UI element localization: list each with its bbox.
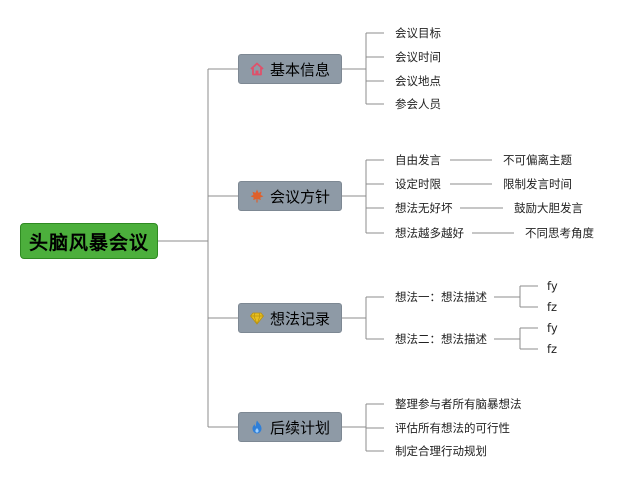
leaf-idea-one-fy[interactable]: fy: [547, 279, 558, 293]
maple-leaf-icon: [250, 189, 264, 203]
leaf-encourage-bold-ideas[interactable]: 鼓励大胆发言: [514, 201, 583, 215]
leaf-no-bad-ideas[interactable]: 想法无好坏: [395, 201, 453, 215]
leaf-idea-one-fz[interactable]: fz: [547, 300, 558, 314]
root-topic-label: 头脑风暴会议: [28, 231, 149, 254]
leaf-attendees[interactable]: 参会人员: [395, 97, 441, 111]
leaf-more-ideas-better[interactable]: 想法越多越好: [395, 226, 464, 240]
leaf-meeting-goal[interactable]: 会议目标: [395, 26, 441, 40]
branch-basic-info[interactable]: 基本信息: [238, 54, 342, 84]
leaf-idea-two-fz[interactable]: fz: [547, 342, 558, 356]
leaf-stay-on-topic[interactable]: 不可偏离主题: [503, 153, 572, 167]
leaf-evaluate-feasibility[interactable]: 评估所有想法的可行性: [395, 421, 510, 435]
leaf-meeting-location[interactable]: 会议地点: [395, 74, 441, 88]
leaf-different-perspectives[interactable]: 不同思考角度: [525, 226, 594, 240]
root-topic[interactable]: 头脑风暴会议: [20, 223, 158, 259]
leaf-set-time-limit[interactable]: 设定时限: [395, 177, 441, 191]
branch-label: 想法记录: [269, 309, 330, 328]
leaf-idea-two-fy[interactable]: fy: [547, 321, 558, 335]
branch-label: 会议方针: [269, 187, 330, 206]
branch-meeting-guidelines[interactable]: 会议方针: [238, 181, 342, 211]
leaf-idea-one[interactable]: 想法一：想法描述: [395, 290, 487, 304]
diamond-icon: [249, 311, 265, 325]
leaf-limit-speaking-time[interactable]: 限制发言时间: [503, 177, 572, 191]
leaf-idea-two[interactable]: 想法二：想法描述: [395, 332, 487, 346]
leaf-action-plan[interactable]: 制定合理行动规划: [395, 444, 487, 458]
branch-label: 基本信息: [269, 60, 330, 79]
branch-follow-up-plan[interactable]: 后续计划: [238, 412, 342, 442]
flame-icon: [250, 420, 264, 434]
leaf-meeting-time[interactable]: 会议时间: [395, 50, 441, 64]
home-icon: [250, 62, 264, 76]
branch-label: 后续计划: [269, 418, 330, 437]
branch-idea-record[interactable]: 想法记录: [238, 303, 342, 333]
leaf-free-speech[interactable]: 自由发言: [395, 153, 441, 167]
leaf-organize-ideas[interactable]: 整理参与者所有脑暴想法: [395, 397, 522, 411]
